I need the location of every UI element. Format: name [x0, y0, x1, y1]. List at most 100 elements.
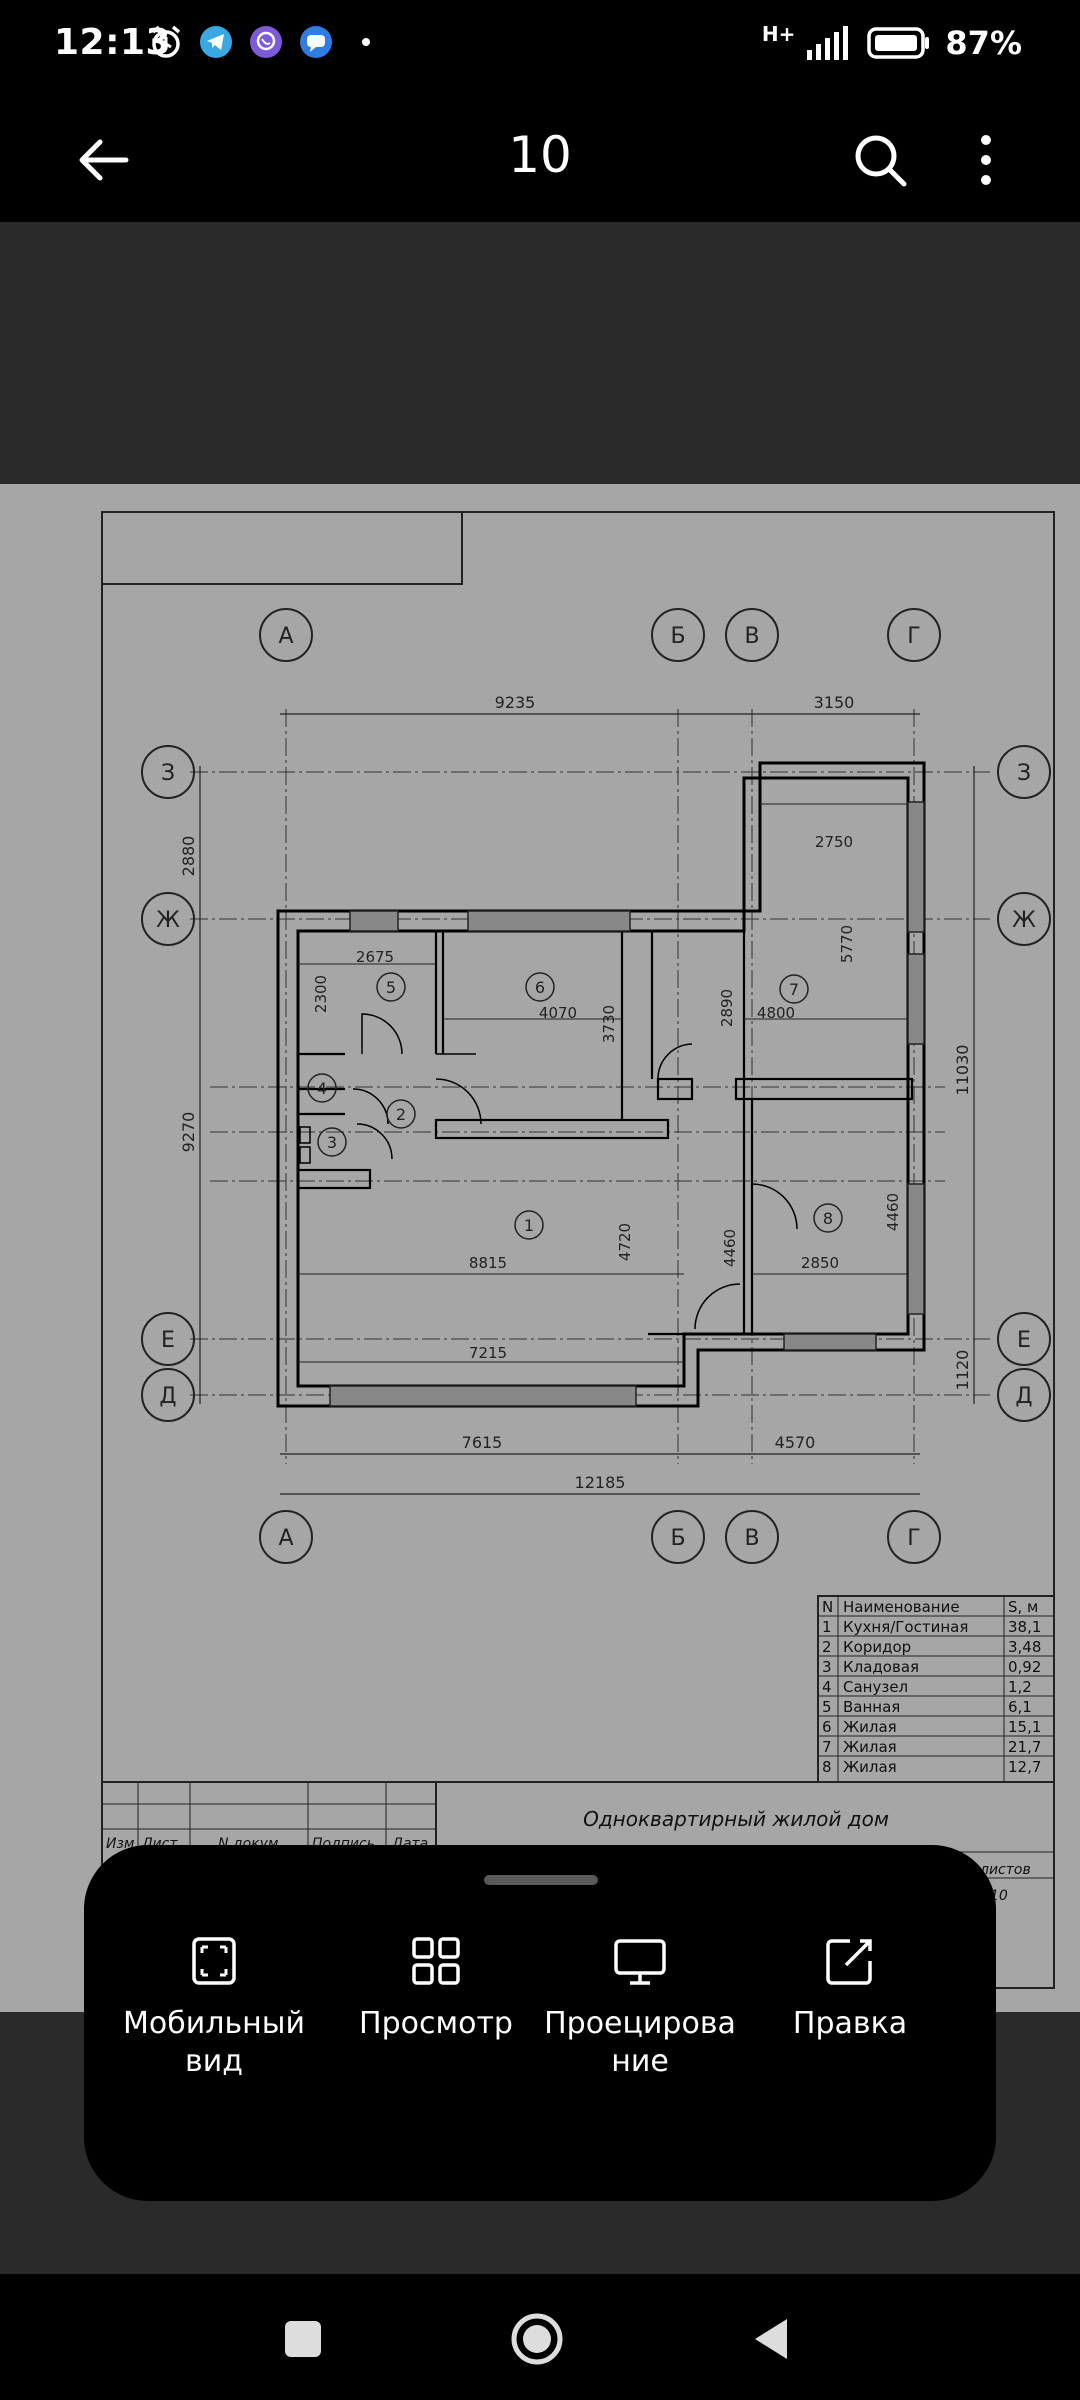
document-page[interactable]: А Б В Г А Б В Г З Ж Е Д З Ж Е Д 9235	[0, 484, 1080, 2012]
table-cell-area: 15,1	[1008, 1718, 1041, 1736]
dimension-label: 12185	[575, 1473, 626, 1492]
dimension-label: 4460	[721, 1229, 739, 1267]
room-number: 1	[524, 1216, 534, 1235]
mobile-view-button[interactable]: Мобильный вид	[104, 1931, 324, 2081]
back-nav-button[interactable]	[736, 2304, 806, 2374]
dimension-label: 9235	[495, 693, 536, 712]
battery-percent: 87%	[945, 24, 1022, 62]
signal-icon	[807, 26, 849, 60]
dimension-label: 8815	[469, 1254, 507, 1272]
table-cell-n: 5	[822, 1698, 832, 1716]
axis-label: З	[1017, 761, 1031, 786]
more-vert-icon	[981, 135, 991, 185]
dimension-label: 2890	[718, 989, 736, 1027]
message-icon	[300, 26, 332, 58]
recents-icon	[285, 2321, 321, 2357]
grid-view-icon	[412, 1937, 460, 1985]
notification-icons	[148, 24, 384, 60]
alarm-icon	[151, 25, 181, 58]
status-right: H+ 87%	[762, 24, 1022, 62]
home-button[interactable]	[502, 2304, 572, 2374]
dimension-label: 2750	[815, 833, 853, 851]
room-number: 4	[317, 1079, 327, 1098]
table-cell-area: 21,7	[1008, 1738, 1041, 1756]
dimension-label: 4070	[539, 1004, 577, 1022]
table-cell-name: Жилая	[843, 1758, 897, 1776]
telegram-icon	[200, 26, 232, 58]
dimension-label: 7615	[462, 1433, 503, 1452]
edit-icon	[826, 1939, 872, 1985]
bottom-sheet: Мобильный вид Просмотр Проецирование Пра…	[84, 1845, 996, 2201]
dimension-label: 2675	[356, 948, 394, 966]
axis-label: Б	[670, 624, 685, 649]
table-cell-area: 1,2	[1008, 1678, 1032, 1696]
table-cell-name: Жилая	[843, 1738, 897, 1756]
project-title: Одноквартирный жилой дом	[583, 1807, 889, 1831]
table-cell-n: 7	[822, 1738, 832, 1756]
fit-screen-icon	[192, 1937, 236, 1985]
back-button[interactable]	[68, 124, 140, 196]
title-listov: листов	[979, 1862, 1031, 1878]
monitor-icon	[614, 1939, 666, 1985]
axis-label: Ж	[156, 908, 180, 933]
table-header-area: S, м	[1008, 1598, 1038, 1616]
room-number: 8	[823, 1209, 833, 1228]
battery-icon	[867, 27, 930, 59]
table-cell-n: 3	[822, 1658, 832, 1676]
mobile-view-label: Мобильный вид	[123, 2006, 305, 2079]
dimension-label: 5770	[838, 925, 856, 963]
dimension-label: 2300	[312, 975, 330, 1013]
table-cell-area: 12,7	[1008, 1758, 1041, 1776]
table-cell-n: 4	[822, 1678, 832, 1696]
axis-label: Б	[670, 1526, 685, 1551]
room-number: 6	[535, 978, 545, 997]
dimension-label: 3150	[814, 693, 855, 712]
axis-label: Г	[907, 1526, 920, 1551]
view-button[interactable]: Просмотр	[326, 1931, 546, 2043]
floor-plan-drawing[interactable]: А Б В Г А Б В Г З Ж Е Д З Ж Е Д 9235	[0, 484, 1080, 2012]
status-time: 12:13	[54, 22, 172, 63]
table-cell-n: 1	[822, 1618, 832, 1636]
dimension-label: 7215	[469, 1344, 507, 1362]
axis-label: В	[744, 1526, 759, 1551]
dimension-label: 9270	[179, 1112, 198, 1153]
dimension-label: 1120	[953, 1350, 972, 1391]
dimension-label: 2850	[801, 1254, 839, 1272]
table-cell-name: Санузел	[843, 1678, 908, 1696]
recents-button[interactable]	[268, 2304, 338, 2374]
table-cell-area: 0,92	[1008, 1658, 1041, 1676]
table-header-name: Наименование	[843, 1598, 960, 1616]
dimension-label: 4720	[616, 1223, 634, 1261]
dimension-label: 4800	[757, 1004, 795, 1022]
table-cell-name: Кухня/Гостиная	[843, 1618, 968, 1636]
room-number: 3	[327, 1133, 337, 1152]
view-label: Просмотр	[359, 2006, 513, 2041]
status-bar: 12:13 H+ 87%	[0, 0, 1080, 96]
network-label: H+	[761, 22, 796, 46]
axis-label: Е	[161, 1328, 175, 1353]
back-icon	[755, 2319, 787, 2359]
table-cell-n: 2	[822, 1638, 832, 1656]
navigation-bar	[0, 2274, 1080, 2400]
axis-label: А	[278, 624, 293, 649]
back-arrow-icon	[79, 139, 129, 181]
app-bar: 10	[0, 96, 1080, 222]
axis-label: Ж	[1012, 908, 1036, 933]
dimension-label: 4570	[775, 1433, 816, 1452]
drag-handle[interactable]	[484, 1875, 598, 1885]
edit-label: Правка	[792, 2006, 908, 2041]
more-options-button[interactable]	[950, 124, 1022, 196]
page-title: 10	[508, 126, 572, 184]
table-cell-name: Ванная	[843, 1698, 900, 1716]
axis-label: Е	[1017, 1328, 1031, 1353]
dimension-label: 2880	[179, 836, 198, 877]
dimension-label: 3730	[600, 1005, 618, 1043]
edit-button[interactable]: Правка	[740, 1931, 960, 2043]
room-number: 2	[396, 1105, 406, 1124]
projection-button[interactable]: Проецирование	[530, 1931, 750, 2081]
axis-label: Г	[907, 624, 920, 649]
table-cell-n: 8	[822, 1758, 832, 1776]
search-button[interactable]	[844, 124, 916, 196]
table-cell-area: 6,1	[1008, 1698, 1032, 1716]
